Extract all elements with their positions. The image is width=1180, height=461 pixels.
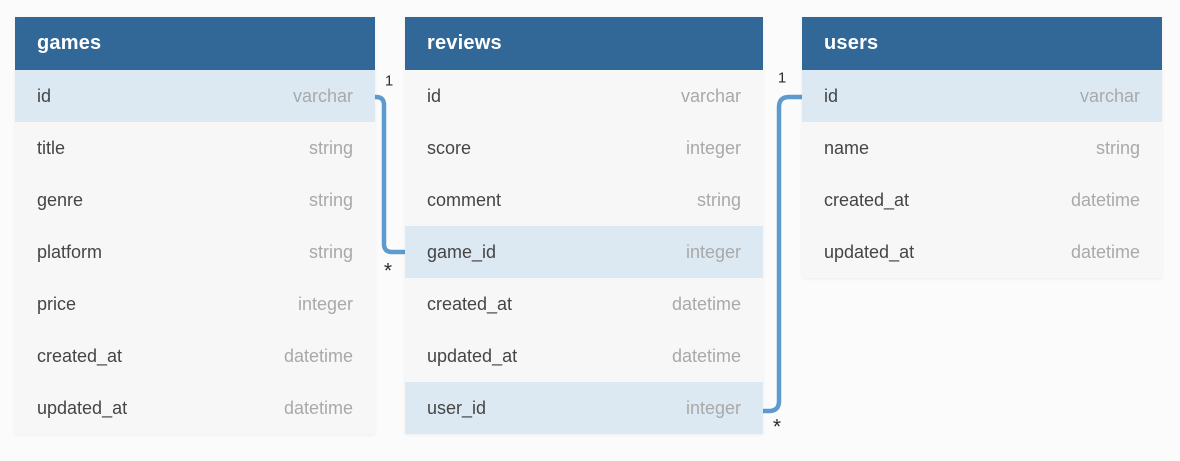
column-name: game_id [427, 241, 497, 262]
row-reviews-id[interactable]: id varchar [405, 70, 763, 122]
row-reviews-comment[interactable]: comment string [405, 174, 763, 226]
relationship-games-reviews[interactable] [371, 94, 407, 255]
table-reviews-header[interactable]: reviews [405, 17, 763, 70]
column-type: integer [685, 137, 741, 158]
column-name: price [37, 293, 77, 314]
row-reviews-created_at[interactable]: created_at datetime [405, 278, 763, 330]
row-users-created_at[interactable]: created_at datetime [802, 174, 1162, 226]
cardinality-many-users-reviews: * [772, 415, 782, 439]
column-name: created_at [427, 293, 513, 314]
table-reviews[interactable]: reviews id varchar score integer comment… [405, 17, 763, 434]
table-games[interactable]: games id varchar title string genre stri… [15, 17, 375, 434]
column-type: datetime [283, 397, 353, 418]
column-name: id [37, 85, 52, 106]
column-type: string [1095, 137, 1140, 158]
column-name: name [824, 137, 870, 158]
row-games-price[interactable]: price integer [15, 278, 375, 330]
column-type: string [308, 137, 353, 158]
row-reviews-score[interactable]: score integer [405, 122, 763, 174]
row-games-created_at[interactable]: created_at datetime [15, 330, 375, 382]
table-games-header[interactable]: games [15, 17, 375, 70]
column-name: score [427, 137, 472, 158]
row-games-platform[interactable]: platform string [15, 226, 375, 278]
column-type: string [308, 241, 353, 262]
column-name: comment [427, 189, 502, 210]
column-type: varchar [1079, 85, 1140, 106]
column-name: title [37, 137, 66, 158]
row-games-id[interactable]: id varchar [15, 70, 375, 122]
column-type: datetime [1070, 189, 1140, 210]
cardinality-many-games-reviews: * [383, 259, 393, 283]
row-reviews-game_id[interactable]: game_id integer [405, 226, 763, 278]
column-name: updated_at [824, 241, 915, 262]
relationship-users-reviews[interactable] [759, 94, 806, 414]
table-users-title: users [824, 32, 879, 54]
column-name: user_id [427, 397, 487, 418]
row-games-genre[interactable]: genre string [15, 174, 375, 226]
column-type: varchar [292, 85, 353, 106]
table-users[interactable]: users id varchar name string created_at … [802, 17, 1162, 278]
column-name: genre [37, 189, 84, 210]
row-reviews-user_id[interactable]: user_id integer [405, 382, 763, 434]
row-users-id[interactable]: id varchar [802, 70, 1162, 122]
column-name: created_at [37, 345, 123, 366]
column-type: datetime [671, 345, 741, 366]
column-type: string [308, 189, 353, 210]
column-name: platform [37, 241, 103, 262]
table-reviews-title: reviews [427, 32, 502, 54]
column-type: string [696, 189, 741, 210]
row-users-name[interactable]: name string [802, 122, 1162, 174]
column-name: created_at [824, 189, 910, 210]
row-reviews-updated_at[interactable]: updated_at datetime [405, 330, 763, 382]
column-type: integer [685, 241, 741, 262]
table-games-title: games [37, 32, 102, 54]
column-type: varchar [680, 85, 741, 106]
row-games-title[interactable]: title string [15, 122, 375, 174]
table-users-header[interactable]: users [802, 17, 1162, 70]
cardinality-one-users-reviews: 1 [777, 69, 787, 87]
cardinality-one-games-reviews: 1 [384, 72, 394, 90]
column-name: updated_at [37, 397, 128, 418]
column-name: id [824, 85, 839, 106]
column-type: integer [685, 397, 741, 418]
column-type: integer [297, 293, 353, 314]
column-type: datetime [283, 345, 353, 366]
row-games-updated_at[interactable]: updated_at datetime [15, 382, 375, 434]
column-name: id [427, 85, 442, 106]
column-type: datetime [671, 293, 741, 314]
row-users-updated_at[interactable]: updated_at datetime [802, 226, 1162, 278]
column-type: datetime [1070, 241, 1140, 262]
column-name: updated_at [427, 345, 518, 366]
